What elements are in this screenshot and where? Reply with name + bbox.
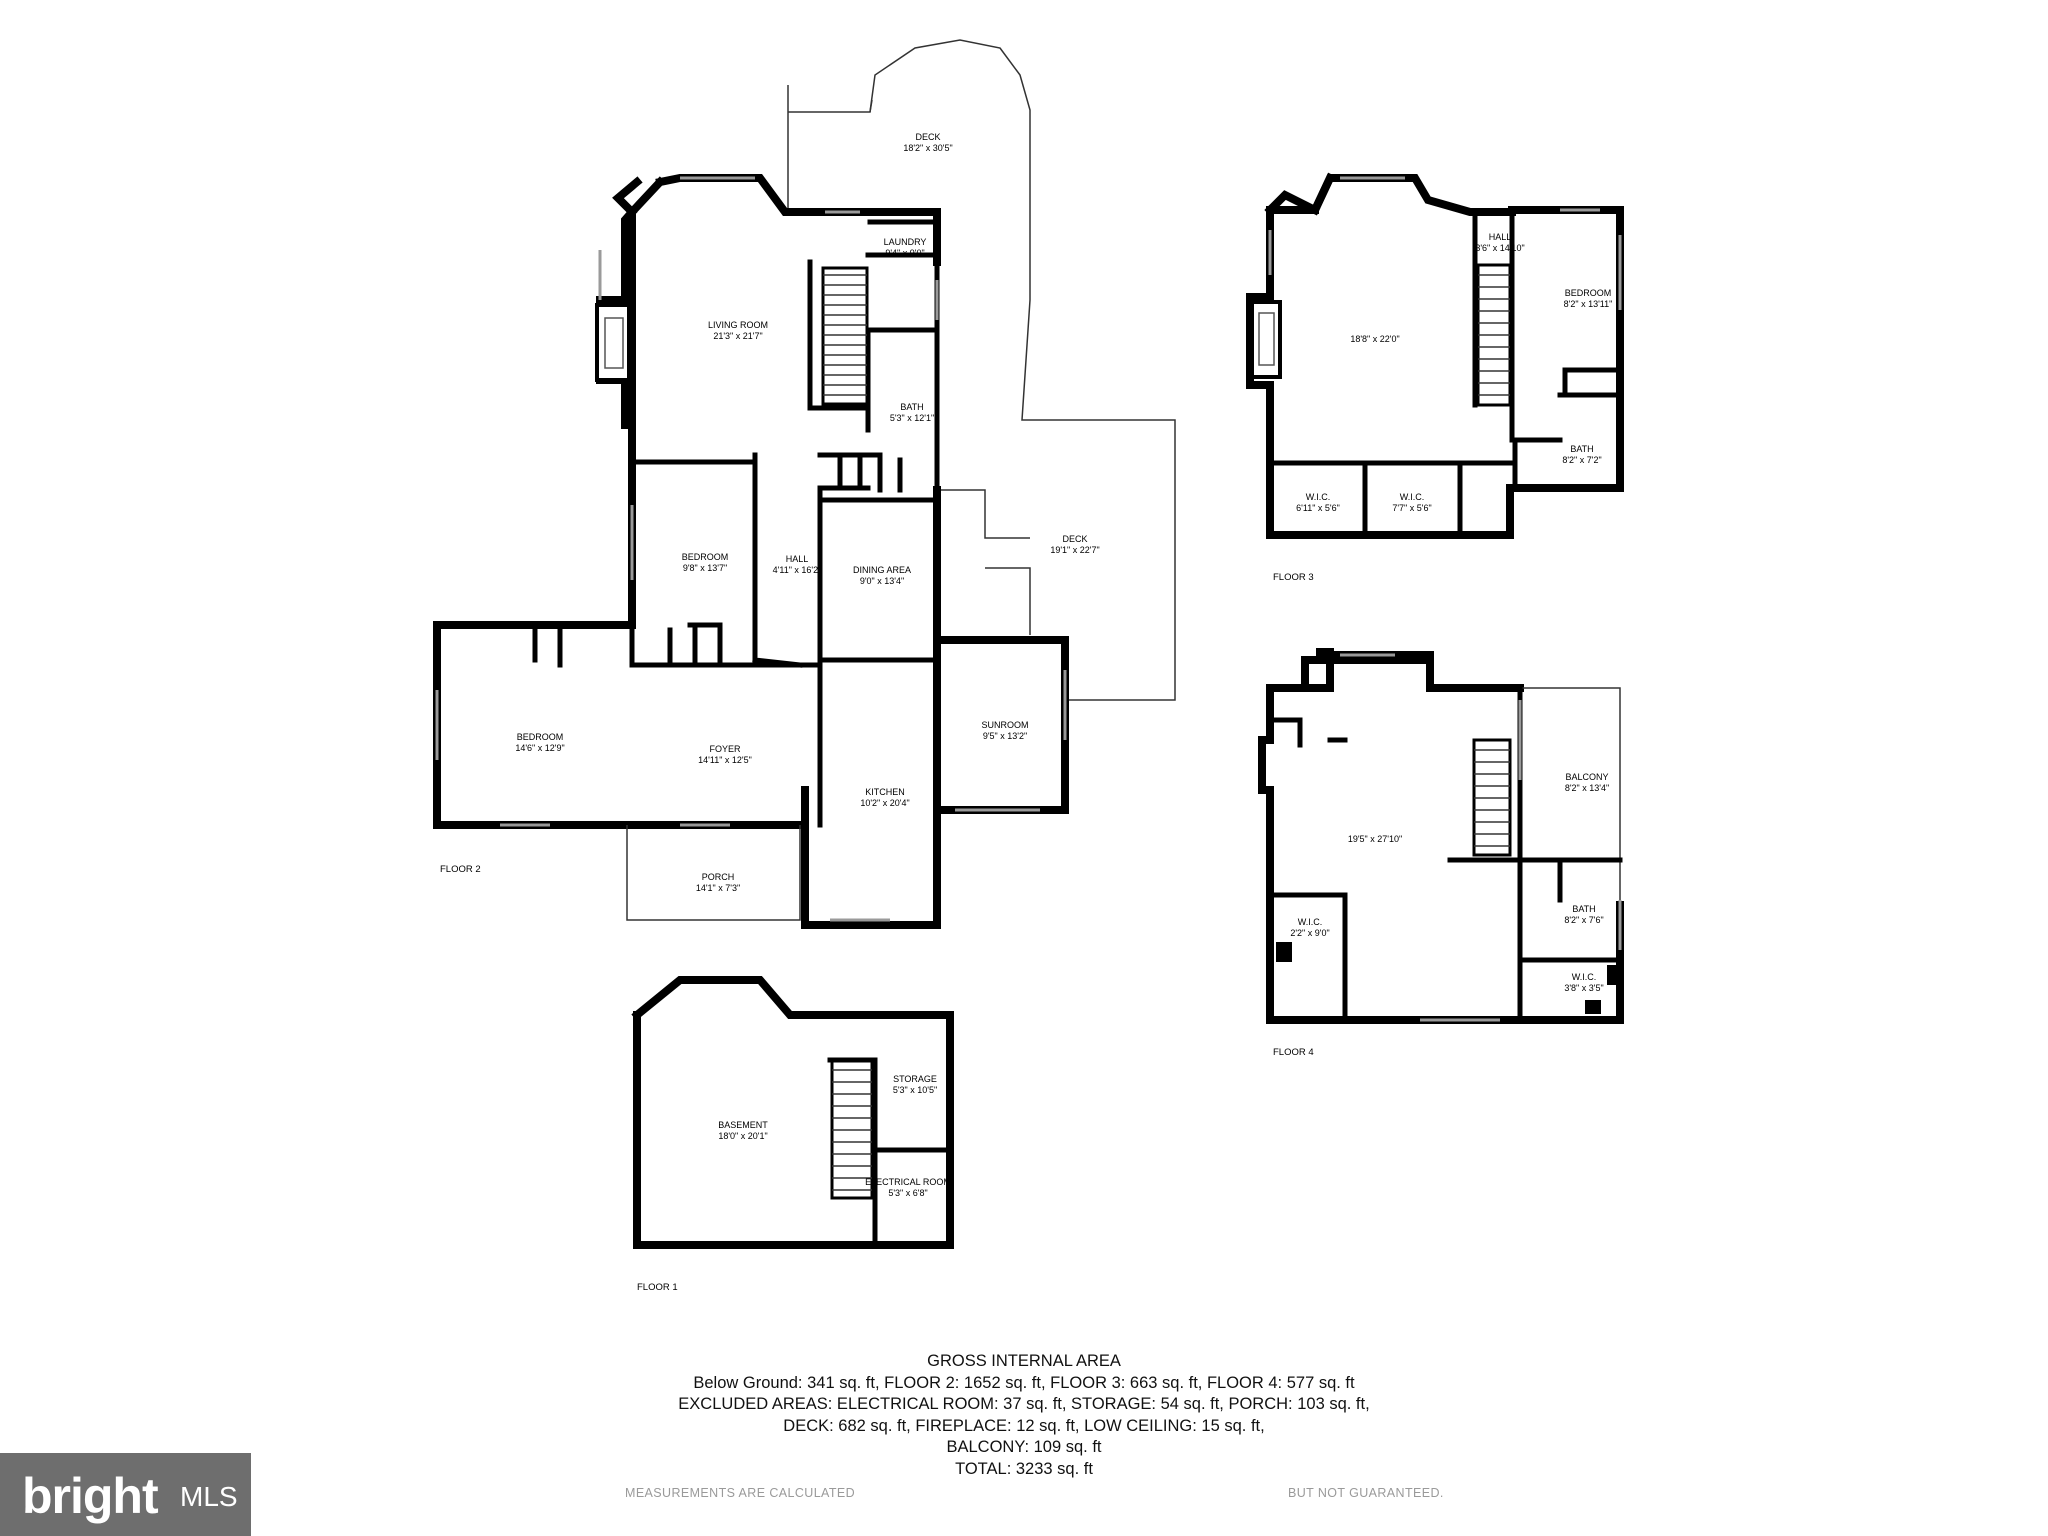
room-size-label: 8'2" x 13'11"	[1564, 299, 1613, 309]
room-name-label: FOYER	[709, 744, 741, 754]
floor-label: FLOOR 4	[1273, 1047, 1314, 1058]
floor-2-plan	[433, 39, 1176, 929]
room-size-label: 14'1" x 7'3"	[696, 883, 740, 893]
room-name-label: ELECTRICAL ROOM	[865, 1177, 951, 1187]
room-name-label: DECK	[915, 132, 940, 142]
floor-1-exterior-walls	[631, 976, 954, 1249]
floor-label: FLOOR 3	[1273, 572, 1314, 583]
room-name-label: PORCH	[702, 872, 735, 882]
room-name-label: W.I.C.	[1306, 492, 1331, 502]
disclaimer-right: BUT NOT GUARANTEED.	[1288, 1486, 1444, 1500]
gross-internal-area: GROSS INTERNAL AREA Below Ground: 341 sq…	[0, 1351, 2048, 1480]
room-name-label: LAUNDRY	[884, 237, 927, 247]
room-name-label: BEDROOM	[682, 552, 729, 562]
floor-4-interior-walls	[1267, 685, 1623, 1023]
room-name-label: KITCHEN	[865, 787, 905, 797]
room-name-label: HALL	[1489, 232, 1512, 242]
room-name-label: BEDROOM	[517, 732, 564, 742]
room-name-label: SUNROOM	[982, 720, 1029, 730]
room-name-label: BATH	[900, 402, 923, 412]
room-size-label: 18'8" x 22'0"	[1350, 334, 1399, 344]
summary-title: GROSS INTERNAL AREA	[927, 1352, 1121, 1370]
room-name-label: BATH	[1572, 904, 1595, 914]
room-name-label: LIVING ROOM	[708, 320, 768, 330]
bright-mls-logo: bright MLS	[0, 1453, 251, 1536]
room-size-label: 18'2" x 30'5"	[903, 143, 952, 153]
floor-labels: FLOOR 2 FLOOR 3 FLOOR 4 FLOOR 1	[440, 572, 1314, 1293]
deck-outline-upper	[787, 39, 1176, 701]
summary-line: EXCLUDED AREAS: ELECTRICAL ROOM: 37 sq. …	[678, 1395, 1370, 1413]
floor-label: FLOOR 2	[440, 864, 481, 875]
room-name-label: W.I.C.	[1298, 917, 1323, 927]
room-size-label: 5'3" x 6'8"	[888, 1188, 927, 1198]
balcony-outline	[1520, 687, 1621, 905]
room-name-label: STORAGE	[893, 1074, 937, 1084]
room-size-label: 6'11" x 5'6"	[1296, 503, 1340, 513]
room-size-label: 8'2" x 7'2"	[1562, 455, 1601, 465]
room-size-label: 3'6" x 14'10"	[1475, 243, 1524, 253]
room-name-label: HALL	[786, 554, 809, 564]
room-size-label: 7'7" x 5'6"	[1392, 503, 1431, 513]
floor-1-stairs	[830, 1058, 874, 1200]
summary-line: Below Ground: 341 sq. ft, FLOOR 2: 1652 …	[693, 1373, 1355, 1392]
logo-brand: bright	[22, 1468, 159, 1524]
room-size-label: 4'11" x 16'2"	[773, 565, 822, 575]
floor-4-exterior-walls	[1258, 648, 1624, 1024]
room-name-label: W.I.C.	[1400, 492, 1425, 502]
floor-3-interior-walls	[1267, 209, 1623, 538]
room-name-label: BATH	[1570, 444, 1593, 454]
room-name-label: DINING AREA	[853, 565, 911, 575]
porch-outline	[626, 825, 801, 921]
floor-4-stairs	[1472, 738, 1512, 857]
room-name-label: DECK	[1062, 534, 1087, 544]
disclaimer-left: MEASUREMENTS ARE CALCULATED	[625, 1486, 856, 1500]
room-size-label: 9'5" x 13'2"	[983, 731, 1027, 741]
room-name-label: BASEMENT	[718, 1120, 768, 1130]
room-size-label: 21'3" x 21'7"	[713, 331, 762, 341]
floor-2-windows	[435, 176, 1067, 922]
floor-1-plan	[631, 976, 954, 1249]
logo-suffix: MLS	[180, 1481, 238, 1512]
floor-3-stairs	[1476, 263, 1512, 407]
floor-label: FLOOR 1	[637, 1282, 678, 1293]
room-size-label: 14'11" x 12'5"	[698, 755, 752, 765]
room-name-label: BEDROOM	[1565, 288, 1612, 298]
room-size-label: 8'2" x 7'6"	[1564, 915, 1603, 925]
room-size-label: 5'3" x 10'5"	[893, 1085, 937, 1095]
summary-line: BALCONY: 109 sq. ft	[946, 1438, 1102, 1456]
deck-outline-lower	[940, 489, 1031, 635]
room-size-label: 5'3" x 12'1"	[890, 413, 934, 423]
room-size-label: 3'8" x 3'5"	[1564, 983, 1603, 993]
room-size-label: 9'0" x 13'4"	[860, 576, 904, 586]
floor-4-plan	[1258, 648, 1624, 1024]
room-size-label: 14'6" x 12'9"	[515, 743, 564, 753]
room-size-label: 19'5" x 27'10"	[1348, 834, 1402, 844]
room-name-label: W.I.C.	[1572, 972, 1597, 982]
room-name-label: BALCONY	[1565, 772, 1608, 782]
summary-total: TOTAL: 3233 sq. ft	[955, 1459, 1093, 1478]
floor-3-plan	[1246, 172, 1624, 539]
room-size-label: 9'8" x 13'7"	[683, 563, 727, 573]
room-size-label: 9'4" x 9'0"	[885, 248, 924, 258]
room-size-label: 2'2" x 9'0"	[1290, 928, 1329, 938]
summary-line: DECK: 682 sq. ft, FIREPLACE: 12 sq. ft, …	[783, 1416, 1265, 1435]
room-size-label: 19'1" x 22'7"	[1050, 545, 1099, 555]
room-size-label: 8'2" x 13'4"	[1565, 783, 1609, 793]
room-size-label: 10'2" x 20'4"	[860, 798, 909, 808]
room-size-label: 18'0" x 20'1"	[718, 1131, 767, 1141]
floor-3-exterior-walls	[1246, 174, 1624, 539]
floor-2-stairs	[821, 266, 869, 406]
